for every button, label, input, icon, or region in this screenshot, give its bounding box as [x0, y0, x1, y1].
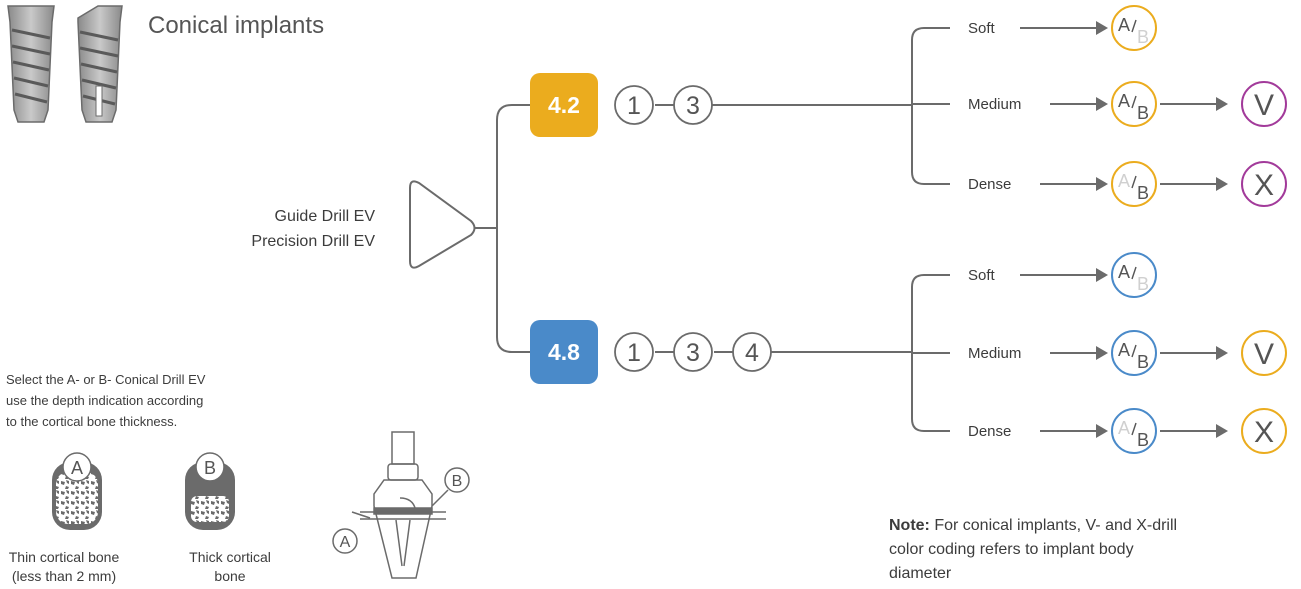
- drill-step-circle: [614, 332, 654, 372]
- letter-a: A: [1118, 171, 1130, 191]
- drill-step-circle: [614, 85, 654, 125]
- letter-a: A: [1118, 262, 1130, 282]
- drill-step-label: 3: [686, 339, 700, 367]
- thick-cortical-bone-icon: B: [185, 452, 235, 530]
- title: Conical implants: [148, 12, 324, 39]
- thin-bone-caption-sub: (less than 2 mm): [12, 568, 116, 584]
- final-drill-label: V: [1254, 89, 1274, 122]
- implant-icon-left: [7, 5, 55, 123]
- svg-text:A: A: [71, 458, 83, 478]
- final-drill-circle: [1241, 330, 1287, 376]
- final-drill-label: X: [1254, 416, 1274, 449]
- size-label: 4.2: [548, 92, 580, 118]
- svg-text:to the cortical bone thickness: to the cortical bone thickness.: [6, 414, 177, 429]
- final-drill-circle: [1241, 81, 1287, 127]
- drill-step-label: 1: [627, 92, 641, 120]
- svg-text:diameter: diameter: [889, 565, 952, 582]
- drill-step-circle: [673, 332, 713, 372]
- final-drill-circle: [1241, 408, 1287, 454]
- letter-b: B: [1137, 430, 1149, 450]
- letter-a: A: [1118, 418, 1130, 438]
- letter-a: A: [1118, 15, 1130, 35]
- letter-b: B: [1137, 274, 1149, 294]
- bone-type-label: Soft: [968, 20, 996, 37]
- drill-step-label: 4: [745, 339, 759, 367]
- bone-type-label: Soft: [968, 267, 996, 284]
- bone-type-label: Medium: [968, 96, 1021, 113]
- final-drill-label: V: [1254, 338, 1274, 371]
- size-badge: [530, 320, 598, 384]
- svg-text:color coding refers to implant: color coding refers to implant body: [889, 541, 1134, 558]
- select-instructions: Select the A- or B- Conical Drill EV use…: [6, 372, 206, 429]
- letter-a: A: [1118, 340, 1130, 360]
- svg-text:A: A: [340, 534, 351, 551]
- implant-icon-right: [77, 5, 123, 123]
- final-drill-circle: [1241, 161, 1287, 207]
- branch-connector: [496, 104, 530, 353]
- drill-step-label: 3: [686, 92, 700, 120]
- drill-depth-b-label: B: [444, 467, 470, 493]
- bone-type-label: Medium: [968, 345, 1021, 362]
- letter-b: B: [1137, 103, 1149, 123]
- svg-text:Select the A- or B- Conical Dr: Select the A- or B- Conical Drill EV: [6, 372, 206, 387]
- precision-drill-label: Precision Drill EV: [251, 233, 375, 250]
- thick-bone-caption: Thick cortical: [189, 549, 271, 565]
- thin-bone-caption: Thin cortical bone: [9, 549, 120, 565]
- guide-drill-triangle-icon: [409, 180, 476, 269]
- svg-text:Note: For conical implants, V-: Note: For conical implants, V- and X-dri…: [889, 517, 1177, 534]
- final-drill-label: X: [1254, 169, 1274, 202]
- svg-text:B: B: [204, 458, 216, 478]
- guide-drill-label: Guide Drill EV: [275, 208, 376, 225]
- thick-bone-caption-sub: bone: [214, 568, 245, 584]
- letter-b: B: [1137, 183, 1149, 203]
- svg-text:use the depth indication accor: use the depth indication according: [6, 393, 203, 408]
- letter-b: B: [1137, 27, 1149, 47]
- size-label: 4.8: [548, 339, 580, 365]
- conical-drill-icon: [351, 431, 449, 579]
- note: Note: For conical implants, V- and X-dri…: [889, 517, 1177, 582]
- size-badge: [530, 73, 598, 137]
- letter-b: B: [1137, 352, 1149, 372]
- letter-a: A: [1118, 91, 1130, 111]
- thin-cortical-bone-icon: A: [52, 452, 102, 530]
- drill-step-label: 1: [627, 339, 641, 367]
- bone-type-label: Dense: [968, 176, 1011, 193]
- svg-text:B: B: [452, 473, 463, 490]
- bone-type-label: Dense: [968, 423, 1011, 440]
- drill-depth-a-label: A: [332, 528, 358, 554]
